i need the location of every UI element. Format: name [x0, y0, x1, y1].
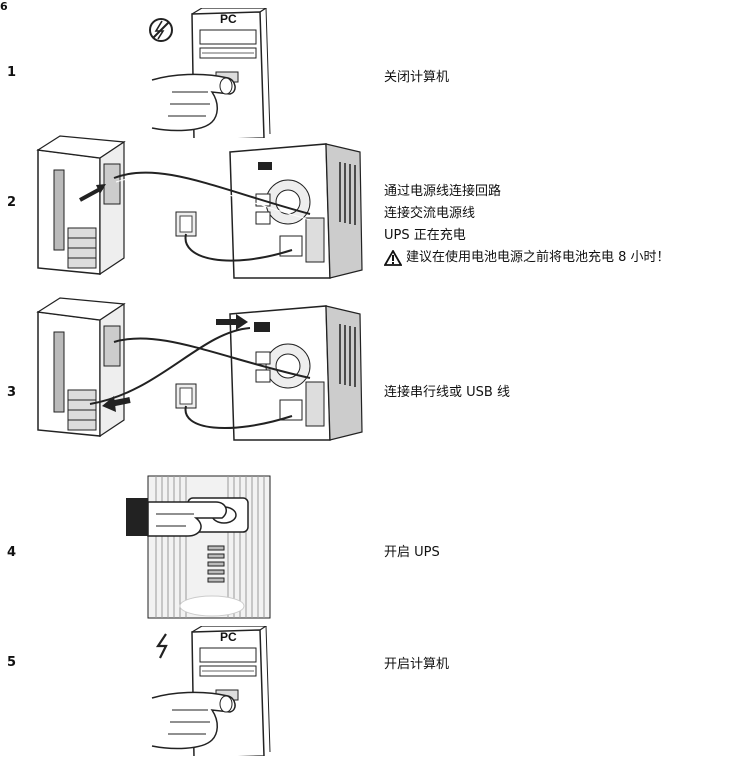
step-1-number: 1: [7, 65, 17, 80]
step-4-text: 开启 UPS: [384, 542, 440, 564]
step-4-line: 开启 UPS: [384, 545, 440, 560]
step-5-text: 开启计算机: [384, 654, 449, 676]
pc-label: PC: [220, 12, 237, 26]
step-1-figure: PC: [142, 8, 272, 138]
step-5-number: 5: [7, 655, 17, 670]
step-4-number: 4: [7, 545, 17, 560]
step-1-line: 关闭计算机: [384, 70, 450, 85]
pc-label: PC: [220, 630, 237, 644]
step-3-text: 连接串行线或 USB 线: [384, 382, 510, 404]
corner-mark: 6: [0, 0, 8, 13]
step-3-line: 连接串行线或 USB 线: [384, 385, 510, 400]
step-2-figure: [30, 130, 366, 280]
step-2-line: 通过电源线连接回路: [384, 184, 502, 199]
step-3-number: 3: [7, 385, 17, 400]
step-3-figure: [30, 292, 366, 442]
step-1-text: 关闭计算机: [384, 67, 449, 89]
warning-text: 建议在使用电池电源之前将电池充电 8 小时！: [406, 250, 670, 265]
step-2-text: 通过电源线连接回路 连接交流电源线 UPS 正在充电 建议在使用电池电源之前将电…: [384, 181, 670, 269]
step-5-figure: PC: [142, 626, 272, 756]
step-2-number: 2: [7, 195, 17, 210]
step-2-line: 连接交流电源线: [384, 206, 476, 221]
step-4-figure: [126, 474, 272, 620]
step-5-line: 开启计算机: [384, 657, 450, 672]
warning-line: 建议在使用电池电源之前将电池充电 8 小时！: [384, 247, 670, 269]
warning-triangle-icon: [384, 250, 402, 266]
step-2-line: UPS 正在充电: [384, 228, 466, 243]
